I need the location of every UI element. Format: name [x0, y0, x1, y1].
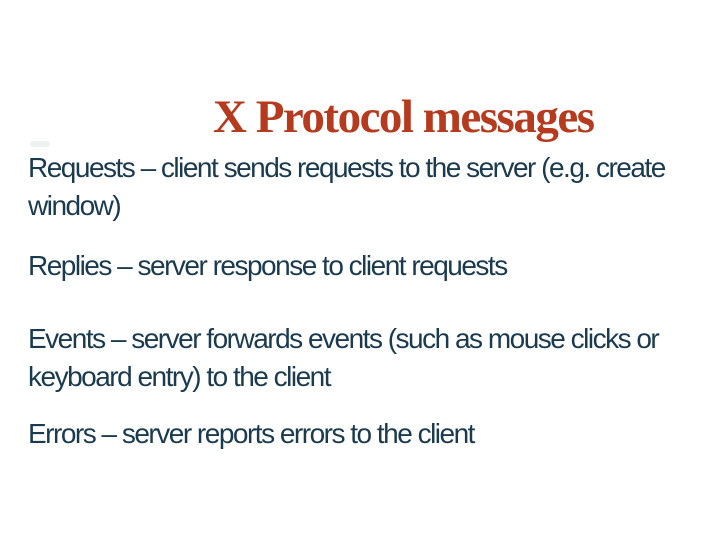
text-line: Events – server forwards events (such as…: [28, 323, 660, 354]
slide-title: X Protocol messages: [213, 91, 595, 144]
smudge-artifact: [30, 141, 50, 147]
paragraph-events: Events – server forwards events (such as…: [28, 320, 688, 396]
text-line: Errors – server reports errors to the cl…: [28, 418, 475, 449]
paragraph-errors: Errors – server reports errors to the cl…: [28, 415, 688, 453]
paragraph-replies: Replies – server response to client requ…: [28, 247, 688, 285]
text-line: Replies – server response to client requ…: [28, 250, 508, 281]
text-line: window): [28, 190, 122, 221]
text-line: Requests – client sends requests to the …: [28, 152, 666, 183]
paragraph-requests: Requests – client sends requests to the …: [28, 149, 688, 225]
text-line: keyboard entry) to the client: [28, 361, 332, 392]
